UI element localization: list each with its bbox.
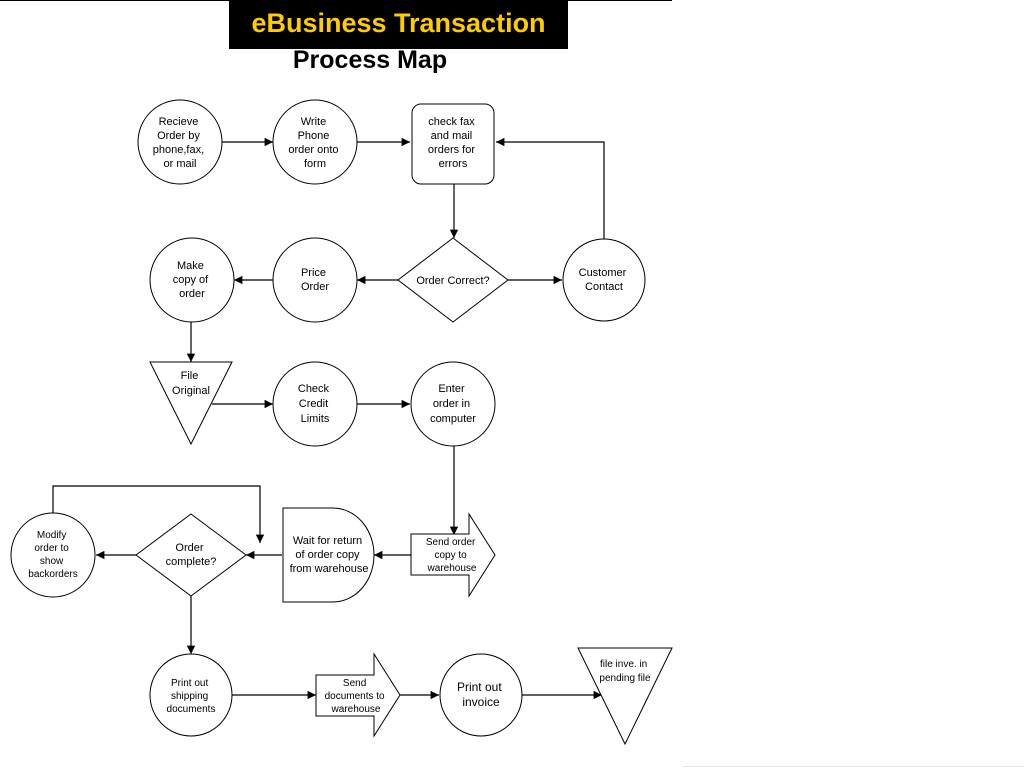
node-make-copy: Make copy of order [149,237,235,323]
node-write-phone-text: Write Phone order onto form [288,116,341,170]
node-write-phone: Write Phone order onto form [272,99,358,185]
node-make-copy-text: Make copy of order [173,260,212,300]
node-price-order-text: Price Order [301,267,329,293]
node-customer-contact: Customer Contact [562,238,646,322]
node-order-complete-text: Order complete? [166,542,217,568]
node-receive-order: Recieve Order by phone,fax, or mail [137,99,223,185]
node-send-order-copy: Send order copy to warehouse [410,512,496,598]
node-order-complete: Order complete? [135,513,247,597]
node-modify-order-text: Modify order to show backorders [28,530,77,580]
node-wait-return: Wait for return of order copy from wareh… [282,507,375,603]
node-receive-order-text: Recieve Order by phone,fax, or mail [153,116,207,170]
node-modify-order: Modify order to show backorders [10,512,96,598]
bottom-rule [683,766,1024,767]
node-send-order-copy-text: Send order copy to warehouse [426,537,478,574]
node-order-correct-text: Order Correct? [416,275,489,287]
node-price-order: Price Order [272,237,358,323]
node-send-documents-text: Send documents to warehouse [325,678,388,715]
node-file-original: File Original [149,361,233,446]
node-check-fax-text: check fax and mail orders for errors [428,116,478,170]
node-file-invoice: file inve. in pending file [577,647,673,746]
node-wait-return-text: Wait for return of order copy from wareh… [290,535,369,575]
node-check-credit: Check Credit Limits [272,361,358,447]
subtitle: Process Map [292,46,448,74]
connectors [52,137,605,700]
node-print-shipping-text: Print out shipping documents [167,678,216,715]
node-print-invoice: Print out invoice [439,653,523,737]
node-print-shipping: Print out shipping documents [149,653,233,737]
node-enter-order-text: Enter order in computer [430,383,476,425]
node-check-credit-text: Check Credit Limits [298,383,332,425]
node-check-fax: check fax and mail orders for errors [411,103,495,185]
node-customer-contact-text: Customer Contact [579,267,630,293]
node-send-documents: Send documents to warehouse [315,652,401,738]
node-order-correct: Order Correct? [397,237,509,323]
node-file-invoice-text: file inve. in pending file [599,659,651,684]
node-enter-order: Enter order in computer [410,361,496,447]
edge-modify-to-wait [52,485,265,543]
edge-customer-to-checkfax [496,137,605,239]
top-rule [0,0,672,1]
node-print-invoice-text: Print out invoice [457,680,505,709]
title-banner: eBusiness Transaction [229,1,568,49]
node-file-original-text: File Original [172,370,210,397]
